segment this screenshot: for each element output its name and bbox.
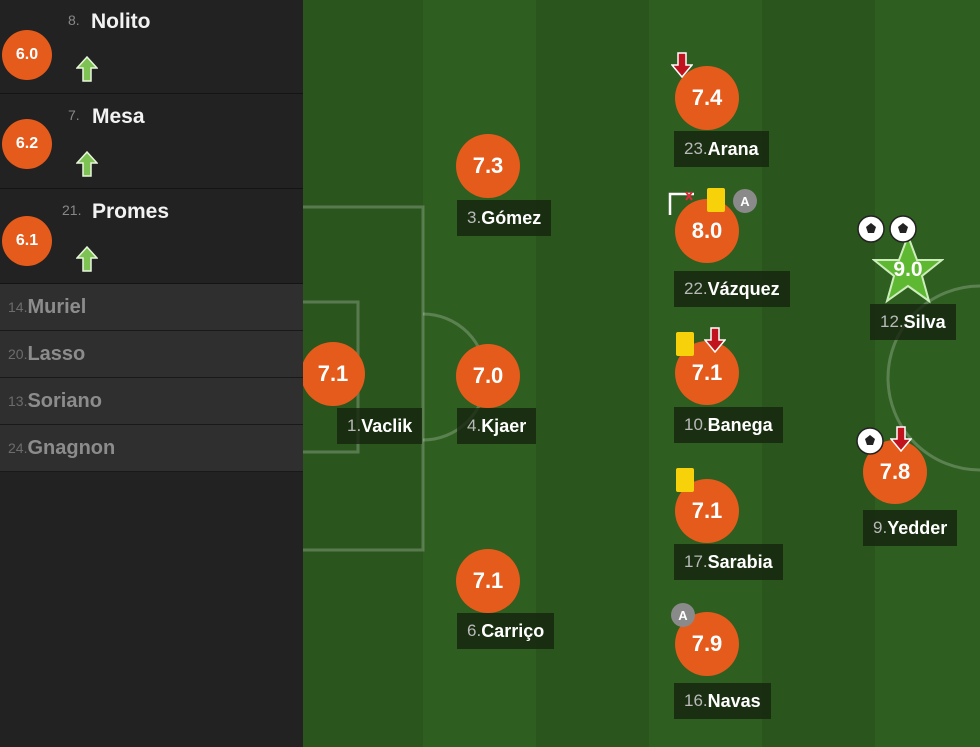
substitute-row[interactable]: 6.2 7. Mesa <box>0 95 303 189</box>
rating-badge: 7.1 <box>303 342 365 406</box>
goal-icon <box>856 427 884 455</box>
pitch-stripe <box>875 0 980 747</box>
player-number: 10. <box>684 415 708 434</box>
down-arrow-icon <box>704 327 726 353</box>
player-label: 12. Silva <box>870 304 956 340</box>
captain-icon: A <box>733 189 757 213</box>
rating-badge: 7.4 <box>675 66 739 130</box>
rating-badge: 7.3 <box>456 134 520 198</box>
player-name: Sarabia <box>707 551 773 572</box>
player-number: 7. <box>68 107 80 123</box>
substitute-row[interactable]: 6.0 8. Nolito <box>0 0 303 94</box>
rating-badge: 7.1 <box>456 549 520 613</box>
player-name: Mesa <box>92 105 145 128</box>
player-number: 6. <box>467 621 482 640</box>
player-number: 12. <box>880 312 904 331</box>
rating-badge: 7.0 <box>456 344 520 408</box>
player-name: Arana <box>707 138 759 159</box>
player-label: 9. Yedder <box>863 510 958 546</box>
assist-icon <box>668 191 694 215</box>
rating-badge: 6.0 <box>2 30 52 80</box>
goal-icon <box>889 215 917 243</box>
player-label: 16. Navas <box>674 683 771 719</box>
player-label: 10. Banega <box>674 407 783 443</box>
player-number: 22. <box>684 279 708 298</box>
rating-badge: 9.0 <box>893 258 923 281</box>
player-name: Gnagnon <box>27 436 116 459</box>
player-label: 4. Kjaer <box>457 408 537 444</box>
player-number: 3. <box>467 208 482 227</box>
up-arrow-icon <box>76 246 98 272</box>
player-name: Promes <box>92 200 170 223</box>
goal-icon <box>857 215 885 243</box>
player-number: 24. <box>8 440 28 456</box>
rating-badge: 6.1 <box>2 216 52 266</box>
star-icon <box>872 234 944 304</box>
player-number: 4. <box>467 416 482 435</box>
player-number: 1. <box>347 416 362 435</box>
player-name: Kjaer <box>481 415 527 436</box>
player-label: 22. Vázquez <box>674 271 790 307</box>
player-label: 3. Gómez <box>457 200 552 236</box>
player-number: 14. <box>8 299 28 315</box>
player-name: Navas <box>707 690 761 711</box>
player-number: 20. <box>8 346 28 362</box>
pitch-stripe <box>536 0 649 747</box>
player-name: Gómez <box>481 207 542 228</box>
yellow-card-icon <box>707 188 725 212</box>
player-number: 13. <box>8 393 28 409</box>
player-label: 1. Vaclik <box>337 408 423 444</box>
player-number: 23. <box>684 139 708 158</box>
player-label: 17. Sarabia <box>674 544 783 580</box>
player-number: 8. <box>68 12 80 28</box>
yellow-card-icon <box>676 468 694 492</box>
pitch-stripe <box>762 0 875 747</box>
player-name: Yedder <box>887 517 948 538</box>
player-name: Vaclik <box>361 415 413 436</box>
substitutes-panel: 6.0 8. Nolito 6.2 7. Mesa 6.1 21. Promes… <box>0 0 303 747</box>
bench-row[interactable]: 24. Gnagnon <box>0 425 303 472</box>
rating-badge: 6.2 <box>2 119 52 169</box>
player-number: 21. <box>62 202 82 218</box>
player-name: Soriano <box>27 389 102 412</box>
player-name: Banega <box>707 414 773 435</box>
rating-badge: 8.0 <box>675 199 739 263</box>
player-name: Lasso <box>27 342 86 365</box>
substitute-row[interactable]: 6.1 21. Promes <box>0 190 303 284</box>
player-name: Nolito <box>91 10 151 33</box>
player-name: Vázquez <box>707 278 780 299</box>
player-name: Silva <box>903 311 946 332</box>
pitch: 7.1 1. Vaclik 7.3 3. Gómez 7.0 4. Kjaer … <box>303 0 980 747</box>
down-arrow-icon <box>890 426 912 452</box>
player-label: 6. Carriço <box>457 613 555 649</box>
player-number: 17. <box>684 552 708 571</box>
rating-badge: 7.9 <box>675 612 739 676</box>
player-name: Carriço <box>481 620 545 641</box>
player-number: 9. <box>873 518 888 537</box>
bench-row[interactable]: 13. Soriano <box>0 378 303 425</box>
captain-icon: A <box>671 603 695 627</box>
up-arrow-icon <box>76 56 98 82</box>
player-name: Muriel <box>27 295 87 318</box>
up-arrow-icon <box>76 151 98 177</box>
yellow-card-icon <box>676 332 694 356</box>
bench-row[interactable]: 14. Muriel <box>0 284 303 331</box>
player-label: 23. Arana <box>674 131 769 167</box>
pitch-markings <box>303 205 980 552</box>
player-number: 16. <box>684 691 708 710</box>
bench-row[interactable]: 20. Lasso <box>0 331 303 378</box>
down-arrow-icon <box>671 52 693 78</box>
